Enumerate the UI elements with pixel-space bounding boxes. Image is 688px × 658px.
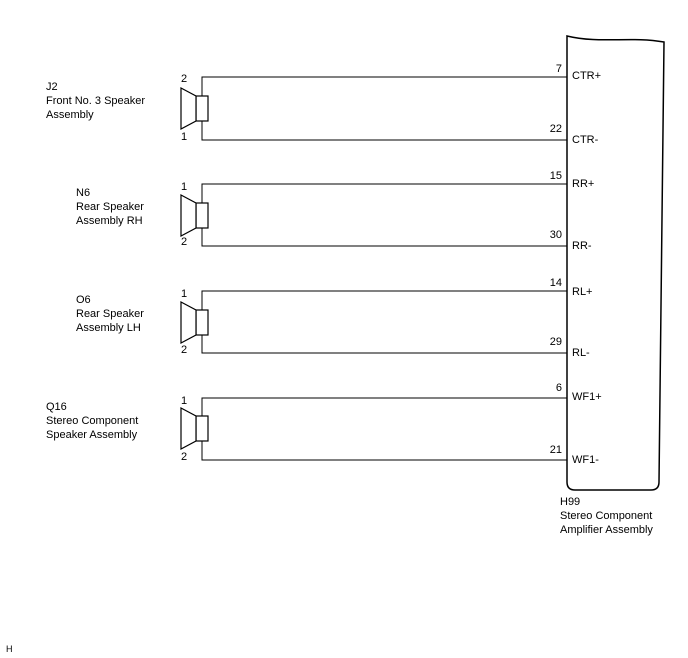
terminal-label: RL+	[572, 286, 593, 298]
speaker-name-line2: Speaker Assembly	[46, 429, 138, 441]
wire-wf1-minus	[201, 441, 567, 461]
speaker-symbol	[180, 194, 209, 237]
speaker-name-line2: Assembly RH	[76, 215, 143, 227]
terminal-pin: 15	[550, 170, 562, 182]
speaker-code: O6	[76, 294, 91, 306]
amplifier-name-line2: Amplifier Assembly	[560, 524, 653, 536]
wire-ctr-plus	[201, 76, 567, 96]
terminal-pin: 6	[556, 382, 562, 394]
terminal-label: RR-	[572, 240, 592, 252]
amplifier-caption: H99 Stereo Component Amplifier Assembly	[560, 496, 653, 536]
speaker-symbol	[180, 301, 209, 344]
corner-mark: H	[6, 644, 13, 654]
wire-ctr-minus	[201, 121, 567, 141]
terminal-pin: 14	[550, 277, 562, 289]
speaker-j2: J2 Front No. 3 Speaker Assembly 2 1	[46, 73, 567, 143]
speaker-pin-top: 1	[181, 395, 187, 407]
terminal-label: WF1-	[572, 454, 599, 466]
wire-rr-plus	[201, 183, 567, 203]
speaker-o6: O6 Rear Speaker Assembly LH 1 2	[76, 288, 567, 356]
speaker-name-line1: Rear Speaker	[76, 308, 144, 320]
speaker-q16: Q16 Stereo Component Speaker Assembly 1 …	[46, 395, 567, 463]
speaker-name-line1: Stereo Component	[46, 415, 138, 427]
speaker-name-line2: Assembly	[46, 109, 94, 121]
speaker-pin-top: 1	[181, 181, 187, 193]
speaker-name-line2: Assembly LH	[76, 322, 141, 334]
terminal-pin: 22	[550, 123, 562, 135]
terminal-pin: 30	[550, 229, 562, 241]
speaker-code: Q16	[46, 401, 67, 413]
speaker-symbol	[180, 407, 209, 450]
amplifier-code: H99	[560, 496, 580, 508]
speaker-pin-bottom: 1	[181, 131, 187, 143]
speaker-name-line1: Rear Speaker	[76, 201, 144, 213]
terminal-pin: 29	[550, 336, 562, 348]
amplifier-name-line1: Stereo Component	[560, 510, 652, 522]
terminal-pin: 21	[550, 444, 562, 456]
amplifier-terminal-labels: CTR+ CTR- RR+ RR- RL+ RL- WF1+ WF1-	[572, 70, 602, 466]
terminal-label: RL-	[572, 347, 590, 359]
speaker-pin-top: 2	[181, 73, 187, 85]
speaker-n6: N6 Rear Speaker Assembly RH 1 2	[76, 181, 567, 248]
terminal-label: CTR-	[572, 134, 599, 146]
wire-rl-plus	[201, 290, 567, 310]
speaker-symbol	[180, 87, 209, 130]
terminal-label: CTR+	[572, 70, 601, 82]
speaker-pin-top: 1	[181, 288, 187, 300]
speaker-pin-bottom: 2	[181, 451, 187, 463]
speaker-code: J2	[46, 81, 58, 93]
amplifier-body	[566, 35, 665, 491]
amplifier-pin-numbers: 7 22 15 30 14 29 6 21	[550, 63, 562, 456]
terminal-pin: 7	[556, 63, 562, 75]
terminal-label: WF1+	[572, 391, 602, 403]
wire-wf1-plus	[201, 397, 567, 416]
wire-rr-minus	[201, 228, 567, 247]
speaker-name-line1: Front No. 3 Speaker	[46, 95, 145, 107]
speaker-pin-bottom: 2	[181, 344, 187, 356]
terminal-label: RR+	[572, 178, 594, 190]
speaker-code: N6	[76, 187, 90, 199]
wire-rl-minus	[201, 335, 567, 354]
speaker-pin-bottom: 2	[181, 236, 187, 248]
